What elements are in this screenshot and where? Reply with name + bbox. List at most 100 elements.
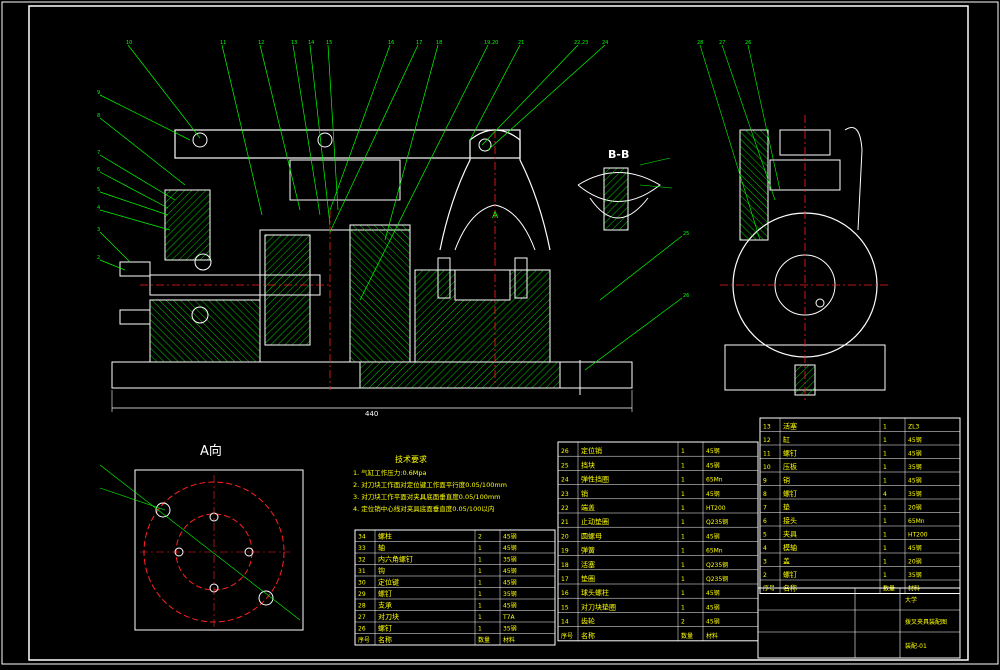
table-cell: ZL3 [908, 424, 919, 431]
table-cell: 1 [681, 590, 685, 597]
table-cell-name: 螺钉 [783, 570, 797, 579]
table-cell: 13 [763, 424, 771, 431]
svg-text:26: 26 [745, 40, 751, 46]
table-cell-name: 销 [581, 489, 588, 498]
tech-req-line: 3. 对刀块工作平面对夹具底面垂直度0.05/100mm [353, 492, 501, 501]
table-cell: 11 [763, 451, 771, 458]
table-cell: 45钢 [908, 450, 922, 458]
table-cell: 65Mn [706, 477, 723, 484]
table-cell: 35钢 [503, 590, 517, 598]
table-cell: 1 [883, 451, 887, 458]
title-block-drawing-no: 装配-01 [905, 642, 927, 650]
svg-text:19,20: 19,20 [484, 40, 498, 46]
table-cell: 45钢 [908, 477, 922, 485]
table-cell: 45钢 [706, 461, 720, 469]
table-cell: 31 [358, 568, 366, 575]
table-cell: 20钢 [908, 558, 922, 566]
table-cell: 45钢 [706, 589, 720, 597]
table-cell: 23 [561, 491, 569, 498]
table-cell: 26 [358, 626, 366, 633]
table-cell: 7 [763, 505, 767, 512]
table-cell-name: 垫圈 [581, 574, 595, 583]
tech-req-line: 2. 对刀块工作面对定位键工作面平行度0.05/100mm [353, 480, 507, 489]
table-cell-name: 弹性挡圈 [581, 475, 609, 484]
table-cell: 1 [883, 505, 887, 512]
table-cell: 45钢 [503, 533, 517, 541]
table-cell: 1 [681, 491, 685, 498]
table-cell-name: 齿轮 [581, 617, 595, 626]
table-cell: 33 [358, 545, 366, 552]
table-cell: 1 [883, 532, 887, 539]
table-cell: 1 [681, 448, 685, 455]
table-cell: 1 [478, 614, 482, 621]
tech-req-title: 技术要求 [395, 454, 427, 464]
table-cell: 22 [561, 505, 569, 512]
table-cell-name: 螺钉 [783, 449, 797, 458]
table-cell: Q235钢 [706, 518, 728, 526]
svg-text:3: 3 [97, 227, 100, 233]
svg-text:5: 5 [97, 187, 100, 193]
table-cell-name: 内六角螺钉 [378, 555, 413, 564]
table-cell: T7A [502, 614, 515, 621]
table-cell: HT200 [706, 505, 726, 512]
table-cell: 1 [478, 591, 482, 598]
table-cell: 1 [883, 559, 887, 566]
view-label: A向 [200, 443, 222, 459]
table-cell: 1 [478, 557, 482, 564]
table-cell: 材料 [503, 636, 515, 644]
table-cell: 21 [561, 519, 569, 526]
table-cell: 1 [883, 518, 887, 525]
table-cell: 45钢 [908, 436, 922, 444]
table-cell: 1 [681, 533, 685, 540]
a-direction-view [99, 464, 304, 631]
table-cell: 45钢 [503, 567, 517, 575]
table-cell: 3 [763, 559, 767, 566]
table-cell: 1 [883, 478, 887, 485]
svg-text:4: 4 [97, 205, 100, 211]
section-arrow-label: A [492, 211, 499, 221]
svg-text:9: 9 [97, 90, 100, 96]
svg-text:17: 17 [416, 40, 422, 46]
svg-text:22,23: 22,23 [574, 40, 588, 46]
svg-text:7: 7 [97, 150, 100, 156]
table-cell: 4 [763, 545, 767, 552]
svg-text:12: 12 [258, 40, 264, 46]
table-cell: 材料 [706, 632, 718, 640]
svg-text:6: 6 [97, 167, 100, 173]
table-cell-name: 球头螺柱 [581, 588, 609, 597]
table-cell: 45钢 [908, 544, 922, 552]
svg-text:10: 10 [126, 40, 132, 46]
table-cell-name: 模轴 [783, 543, 797, 552]
title-block-drawing-name: 拨叉夹具装配图 [905, 618, 947, 626]
table-cell-name: 缸 [783, 435, 790, 444]
table-cell-name: 压板 [783, 462, 797, 471]
table-cell-name: 定位销 [581, 446, 602, 455]
table-cell: 1 [883, 572, 887, 579]
svg-text:8: 8 [97, 113, 100, 119]
table-cell: 45钢 [706, 618, 720, 626]
table-cell-name: 销 [783, 476, 790, 485]
table-cell: 35钢 [908, 490, 922, 498]
table-cell: 45钢 [706, 490, 720, 498]
svg-text:13: 13 [291, 40, 297, 46]
table-cell: 序号 [358, 636, 370, 644]
table-cell: 1 [681, 576, 685, 583]
table-cell: 2 [763, 572, 767, 579]
svg-text:15: 15 [326, 40, 332, 46]
table-cell-name: 活塞 [581, 560, 595, 569]
table-cell: 1 [883, 464, 887, 471]
table-cell: 1 [883, 437, 887, 444]
table-cell: 25 [561, 462, 569, 469]
table-cell-name: 对刀块垫圈 [581, 602, 616, 611]
svg-text:11: 11 [220, 40, 226, 46]
table-cell: 18 [561, 562, 569, 569]
technical-requirements: 技术要求 1. 气缸工作压力:0.6Mpa 2. 对刀块工作面对定位键工作面平行… [353, 454, 507, 513]
svg-text:18: 18 [436, 40, 442, 46]
table-cell: 24 [561, 477, 569, 484]
